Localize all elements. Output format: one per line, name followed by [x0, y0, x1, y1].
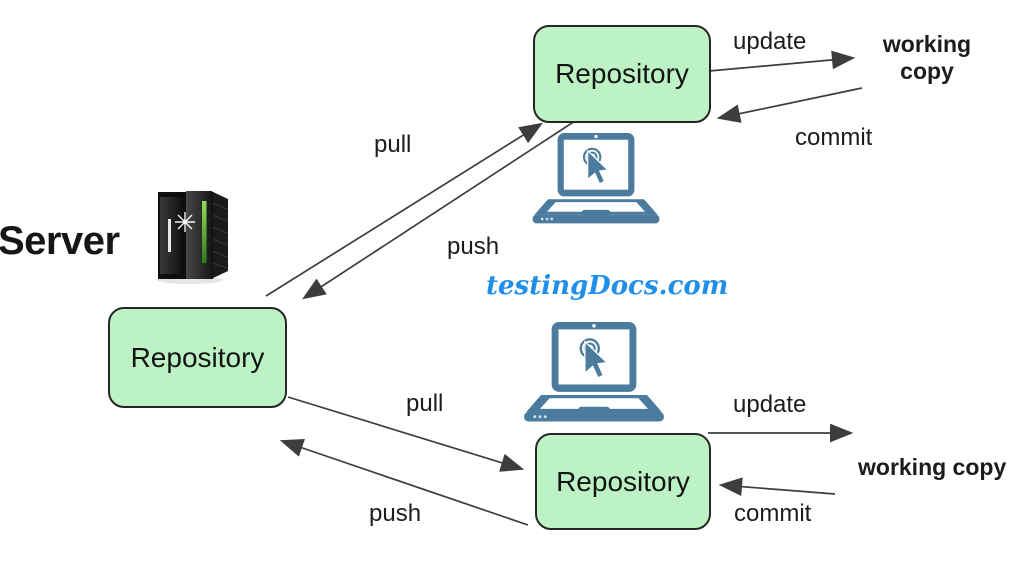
- top-working-copy-label: working copy: [882, 31, 972, 85]
- server-icon: [157, 191, 228, 284]
- arrow-top-commit: [716, 87, 863, 123]
- bottom-repository-node: Repository: [535, 433, 711, 530]
- arrow-top-update: [708, 50, 856, 72]
- top-pull-label: pull: [374, 131, 412, 158]
- bottom-push-label: push: [369, 500, 422, 527]
- top-commit-label: commit: [795, 124, 873, 151]
- arrow-bottom-pull: [287, 396, 525, 472]
- server-repository-label: Repository: [130, 341, 265, 373]
- arrow-top-push: [302, 120, 576, 300]
- arrow-top-pull: [265, 122, 543, 297]
- server-label: Server: [0, 219, 120, 263]
- laptop-icon-bottom: [524, 322, 664, 422]
- top-push-label: push: [447, 233, 500, 260]
- top-update-label: update: [733, 28, 807, 55]
- watermark: testingDocs.com: [486, 271, 729, 301]
- top-repository-label: Repository: [555, 58, 689, 89]
- arrow-bottom-commit: [718, 477, 836, 496]
- bottom-commit-label: commit: [734, 500, 812, 527]
- bottom-update-label: update: [733, 391, 807, 418]
- laptop-icon-top: [532, 133, 660, 224]
- bottom-repository-label: Repository: [556, 465, 690, 497]
- top-repository-node: Repository: [533, 25, 711, 123]
- bottom-pull-label: pull: [406, 390, 444, 417]
- arrow-bottom-push: [279, 438, 529, 526]
- bottom-working-copy-label: working copy: [858, 454, 1007, 480]
- server-repository-node: Repository: [108, 307, 287, 408]
